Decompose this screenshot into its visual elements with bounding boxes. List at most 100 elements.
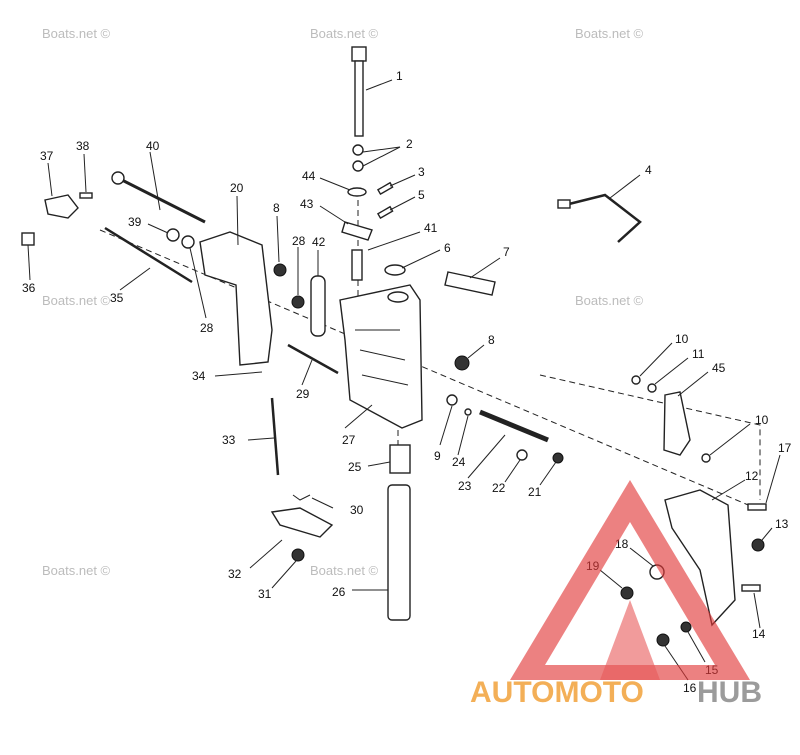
label-8: 8 bbox=[273, 201, 280, 215]
label-5: 5 bbox=[418, 188, 425, 202]
leader-30 bbox=[311, 497, 334, 509]
label-3: 3 bbox=[418, 165, 425, 179]
part-10-bolt-lower bbox=[701, 453, 711, 463]
part-27-swivel-bracket bbox=[339, 284, 423, 429]
label-33: 33 bbox=[222, 433, 236, 447]
label-39: 39 bbox=[128, 215, 142, 229]
part-4-bent-rod bbox=[564, 193, 642, 243]
logo-text-hub: HUB bbox=[697, 676, 762, 709]
leader-25 bbox=[367, 461, 391, 467]
label-22: 22 bbox=[492, 481, 506, 495]
label-28: 28 bbox=[292, 234, 306, 248]
part-16-nut bbox=[656, 633, 670, 647]
part-24-pin bbox=[464, 408, 472, 416]
watermark: Boats.net © bbox=[310, 26, 379, 41]
watermarks: Boats.net © Boats.net © Boats.net © Boat… bbox=[42, 26, 644, 578]
part-25-bushing bbox=[389, 444, 411, 474]
axis-bracket-line bbox=[539, 374, 761, 500]
leader-43 bbox=[319, 205, 349, 225]
part-5-pin bbox=[376, 205, 394, 220]
leader-45 bbox=[677, 371, 709, 397]
part-35-rod bbox=[104, 226, 193, 284]
part-26-tube bbox=[387, 484, 411, 621]
leader-39 bbox=[147, 223, 169, 234]
part-2-nut-lower bbox=[352, 160, 364, 172]
part-41-stud bbox=[351, 249, 363, 281]
part-20-left-bracket bbox=[199, 231, 273, 366]
label-42: 42 bbox=[312, 235, 326, 249]
part-45-plate bbox=[663, 391, 691, 456]
leader-10 bbox=[639, 342, 673, 377]
leader-18 bbox=[629, 547, 654, 567]
logo-triangle-icon bbox=[510, 480, 750, 680]
watermark: Boats.net © bbox=[310, 563, 379, 578]
part-10-bolt bbox=[631, 375, 641, 385]
label-17: 17 bbox=[778, 441, 792, 455]
label-10b: 10 bbox=[755, 413, 769, 427]
leader-8b bbox=[467, 344, 485, 359]
part-42-link bbox=[310, 275, 326, 337]
label-45: 45 bbox=[712, 361, 726, 375]
part-43-link-plate bbox=[341, 221, 373, 241]
part-32-clamp bbox=[270, 507, 334, 538]
part-31-nut bbox=[291, 548, 305, 562]
label-24: 24 bbox=[452, 455, 466, 469]
part-8-locknut bbox=[273, 263, 287, 277]
label-38: 38 bbox=[76, 139, 90, 153]
leader-3 bbox=[389, 174, 416, 187]
label-40: 40 bbox=[146, 139, 160, 153]
label-34: 34 bbox=[192, 369, 206, 383]
part-28-washer bbox=[181, 235, 195, 249]
part-14-bolt bbox=[741, 584, 761, 592]
leader-41 bbox=[367, 231, 421, 251]
part-2-nut bbox=[352, 144, 364, 156]
leader-38 bbox=[83, 153, 87, 193]
leader-2b bbox=[362, 146, 401, 167]
part-37-clamp bbox=[44, 194, 79, 219]
part-21-nut bbox=[552, 452, 564, 464]
part-40-bolt-head bbox=[111, 171, 125, 185]
leader-9 bbox=[439, 405, 453, 446]
label-4: 4 bbox=[645, 163, 652, 177]
part-3-pin bbox=[376, 181, 394, 196]
part-29-bolt bbox=[287, 343, 339, 375]
part-9-nipple bbox=[446, 394, 458, 406]
leader-10b bbox=[709, 423, 751, 456]
part-28-locknut bbox=[291, 295, 305, 309]
leader-23 bbox=[467, 434, 506, 479]
label-20: 20 bbox=[230, 181, 244, 195]
label-8b: 8 bbox=[488, 333, 495, 347]
label-37: 37 bbox=[40, 149, 54, 163]
leader-35 bbox=[119, 267, 151, 291]
leader-13 bbox=[761, 527, 773, 541]
automotohub-logo: AUTOMOTO HUB bbox=[470, 480, 762, 709]
label-16: 16 bbox=[683, 681, 697, 695]
part-33-rod bbox=[270, 397, 280, 476]
part-12-right-bracket bbox=[664, 489, 736, 627]
label-35: 35 bbox=[110, 291, 124, 305]
part-4-end bbox=[557, 199, 571, 209]
part-15-washer bbox=[680, 621, 692, 633]
leader-40 bbox=[149, 151, 161, 211]
label-32: 32 bbox=[228, 567, 242, 581]
part-7-decal bbox=[444, 271, 496, 296]
watermark: Boats.net © bbox=[575, 26, 644, 41]
leader-4 bbox=[609, 174, 641, 199]
watermark: Boats.net © bbox=[575, 293, 644, 308]
label-9: 9 bbox=[434, 449, 441, 463]
part-27-ribs bbox=[355, 329, 409, 386]
part-13-nut bbox=[751, 538, 765, 552]
part-27-bore bbox=[387, 291, 409, 303]
label-36: 36 bbox=[22, 281, 36, 295]
part-8-nut bbox=[454, 355, 470, 371]
leader-15 bbox=[687, 631, 706, 663]
label-31: 31 bbox=[258, 587, 272, 601]
label-27: 27 bbox=[342, 433, 356, 447]
part-22-fitting bbox=[516, 449, 528, 461]
part-17-bolt bbox=[747, 503, 767, 511]
leader-28 bbox=[189, 247, 207, 319]
leader-14 bbox=[753, 592, 761, 629]
leader-2a bbox=[362, 146, 401, 153]
part-19-nut bbox=[620, 586, 634, 600]
